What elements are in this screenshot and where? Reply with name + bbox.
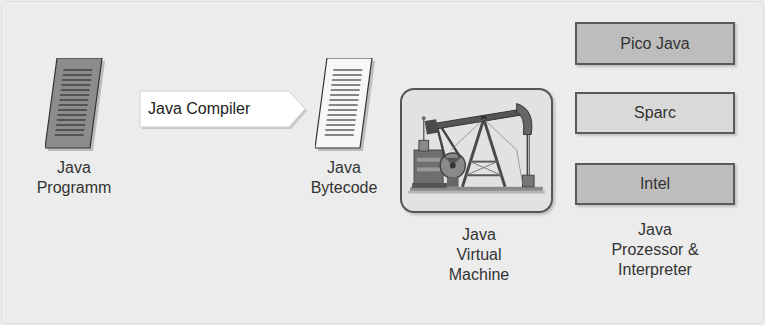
document-node: Java Programm [45, 58, 102, 148]
pumpjack-illustration [402, 90, 551, 211]
node-caption: Java Bytecode [299, 158, 389, 198]
box-text: Intel [640, 174, 670, 194]
processor-box: Pico Java [575, 22, 735, 65]
edge-label: Java Compiler [146, 99, 252, 119]
processor-box: Intel [575, 163, 735, 205]
node-caption: Java Virtual Machine [439, 225, 519, 285]
box-text: Pico Java [620, 34, 689, 54]
node-caption: Java Programm [29, 158, 119, 198]
compiler-arrow [140, 91, 307, 129]
processor-box: Sparc [575, 92, 735, 134]
virtual-machine-box: Java Virtual Machine [400, 88, 553, 213]
document-icon [315, 58, 378, 154]
box-text: Sparc [634, 103, 676, 123]
document-icon [45, 58, 108, 154]
document-node: Java Bytecode [315, 58, 372, 148]
group-label: Java Prozessor & Interpreter [600, 220, 710, 280]
